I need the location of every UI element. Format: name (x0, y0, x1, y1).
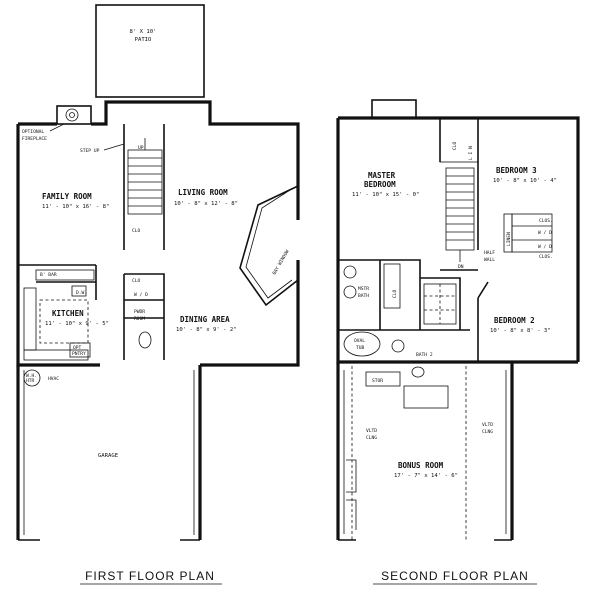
bonus-room-label: BONUS ROOM (398, 461, 444, 470)
garage-label: GARAGE (98, 453, 119, 459)
bonus-room-dims: 17' - 7" x 14' - 6" (394, 473, 458, 479)
bedroom-2-dims: 10' - 8" x 8' - 3" (490, 328, 551, 334)
kitchen-dims: 11' - 10" x 9' - 5" (45, 321, 109, 327)
oval-tub-label-1: OVAL (354, 338, 365, 344)
second-floor-stairs (445, 167, 475, 262)
laundry-cabinets (423, 283, 457, 325)
water-heater-label-1: W.H. (26, 373, 37, 379)
first-floor-outer-wall (16, 100, 300, 367)
storage-label: STOR (372, 378, 383, 384)
oval-tub-label-2: TUB (356, 345, 365, 351)
first-floor-title: FIRST FLOOR PLAN (85, 569, 215, 583)
closet-label: CLO (132, 278, 141, 284)
family-room-label: FAMILY ROOM (42, 192, 92, 201)
master-bedroom-label-1: MASTER (368, 171, 396, 180)
hvac-label: HVAC (48, 376, 59, 382)
closet-1-label: CLOS. (539, 218, 553, 224)
bay-window (239, 185, 299, 307)
chimney (371, 99, 417, 119)
vaulted-right-label-2: CLNG (482, 429, 493, 435)
bedroom-3-dims: 10' - 8" x 10' - 4" (493, 178, 557, 184)
top-closet-label: CLO (452, 141, 458, 150)
first-floor-plan: 8' X 10' PATIO OPTIONAL FIREPLACE BAY WI… (16, 4, 300, 585)
dining-area-label: DINING AREA (180, 315, 230, 324)
dishwasher-label: D.W. (76, 290, 87, 296)
master-bedroom-label-2: BEDROOM (364, 180, 396, 189)
fireplace-label: FIREPLACE (22, 136, 47, 142)
closet-2-label: CLOS. (539, 254, 553, 260)
wd-1-label: W / D (538, 230, 552, 236)
master-bath-label-1: MSTR (358, 286, 369, 292)
patio (95, 4, 205, 98)
down-label: DN (458, 264, 464, 270)
pantry-label-2: PNTRY (72, 351, 86, 357)
patio-label: PATIO (135, 37, 152, 43)
living-room-dims: 10' - 8" x 12' - 8" (174, 201, 238, 207)
kitchen-label: KITCHEN (52, 309, 84, 318)
vaulted-left-label-2: CLNG (366, 435, 377, 441)
vaulted-left-label-1: VLTD (366, 428, 377, 434)
bar-label: B' BAR (40, 272, 57, 278)
garage-walls (16, 365, 202, 540)
family-room-dims: 11' - 10" x 16' - 8" (42, 204, 109, 210)
wd-2-label: W / D (538, 244, 552, 250)
bedroom-2-label: BEDROOM 2 (494, 316, 535, 325)
water-heater-label-2: HTR (26, 378, 35, 384)
powder-label-2: ROOM (134, 316, 145, 322)
top-linen-label: L I N (468, 146, 474, 160)
vaulted-right-label-1: VLTD (482, 422, 493, 428)
half-wall-label-1: HALF (484, 250, 495, 256)
washer-dryer-label: W / D (134, 292, 148, 298)
step-up-label: STEP UP (80, 148, 100, 154)
dining-area-dims: 10' - 8" x 9' - 2" (176, 327, 237, 333)
bath-2-label: BATH 2 (416, 352, 433, 358)
bay-window-label: BAY WINDOW (272, 249, 291, 276)
master-bath-label-2: BATH (358, 293, 369, 299)
linen-label: LINEN (506, 232, 512, 246)
bath-closet-label: CLO (392, 289, 398, 298)
pantry-label-1: OPT (73, 345, 82, 351)
first-floor-stairs (127, 138, 163, 215)
second-floor-title: SECOND FLOOR PLAN (381, 569, 529, 583)
fireplace (56, 105, 92, 125)
stair-closet-label: CLO (132, 228, 141, 234)
second-floor-plan: CLO L I N DN CLOS. W / D W / D CLOS. LIN… (336, 99, 580, 585)
living-room-label: LIVING ROOM (178, 188, 228, 197)
patio-dims: 8' X 10' (130, 29, 157, 35)
half-wall-label-2: WALL (484, 257, 495, 263)
first-floor-interior-walls (18, 124, 165, 360)
powder-label-1: PWDR (134, 309, 145, 315)
master-bedroom-dims: 11' - 10" x 15' - 0" (352, 192, 419, 198)
bedroom-3-label: BEDROOM 3 (496, 166, 537, 175)
optional-label: OPTIONAL (22, 129, 44, 135)
up-label: UP (138, 145, 144, 151)
